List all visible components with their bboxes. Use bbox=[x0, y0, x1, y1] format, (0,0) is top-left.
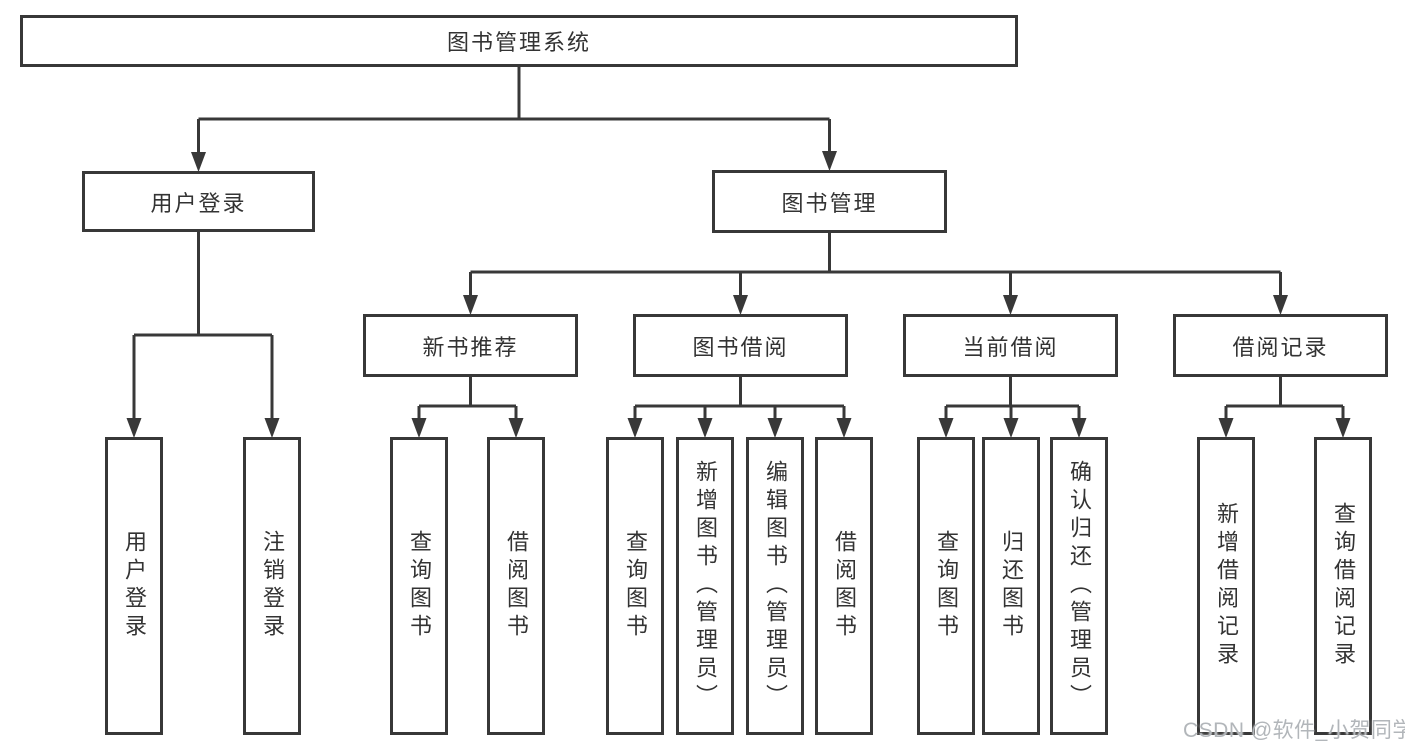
leaf-borrow-books: 借阅图书 bbox=[815, 437, 873, 735]
leaf-borrow-books-recommend: 借阅图书 bbox=[487, 437, 545, 735]
leaf-edit-book-admin: 编辑图书（管理员） bbox=[746, 437, 804, 735]
arrowheads bbox=[126, 151, 1351, 438]
leaf-query-books-recommend: 查询图书 bbox=[390, 437, 448, 735]
leaf-query-books-borrow: 查询图书 bbox=[606, 437, 664, 735]
node-book-management: 图书管理 bbox=[712, 170, 947, 233]
node-book-borrowing: 图书借阅 bbox=[633, 314, 848, 377]
leaf-add-borrow-record: 新增借阅记录 bbox=[1197, 437, 1255, 735]
node-current-borrowing: 当前借阅 bbox=[903, 314, 1118, 377]
leaf-logout-login: 注销登录 bbox=[243, 437, 301, 735]
leaf-add-book-admin: 新增图书（管理员） bbox=[676, 437, 734, 735]
leaf-user-login: 用户登录 bbox=[105, 437, 163, 735]
leaf-query-borrow-record: 查询借阅记录 bbox=[1314, 437, 1372, 735]
watermark: CSDN @软件_小贺同学 bbox=[1183, 719, 1405, 742]
node-borrow-records: 借阅记录 bbox=[1173, 314, 1388, 377]
node-user-login: 用户登录 bbox=[82, 171, 315, 232]
leaf-query-books-current: 查询图书 bbox=[917, 437, 975, 735]
leaf-confirm-return-admin: 确认归还（管理员） bbox=[1050, 437, 1108, 735]
node-new-book-recommend: 新书推荐 bbox=[363, 314, 578, 377]
node-root: 图书管理系统 bbox=[20, 15, 1018, 67]
leaf-return-books: 归还图书 bbox=[982, 437, 1040, 735]
